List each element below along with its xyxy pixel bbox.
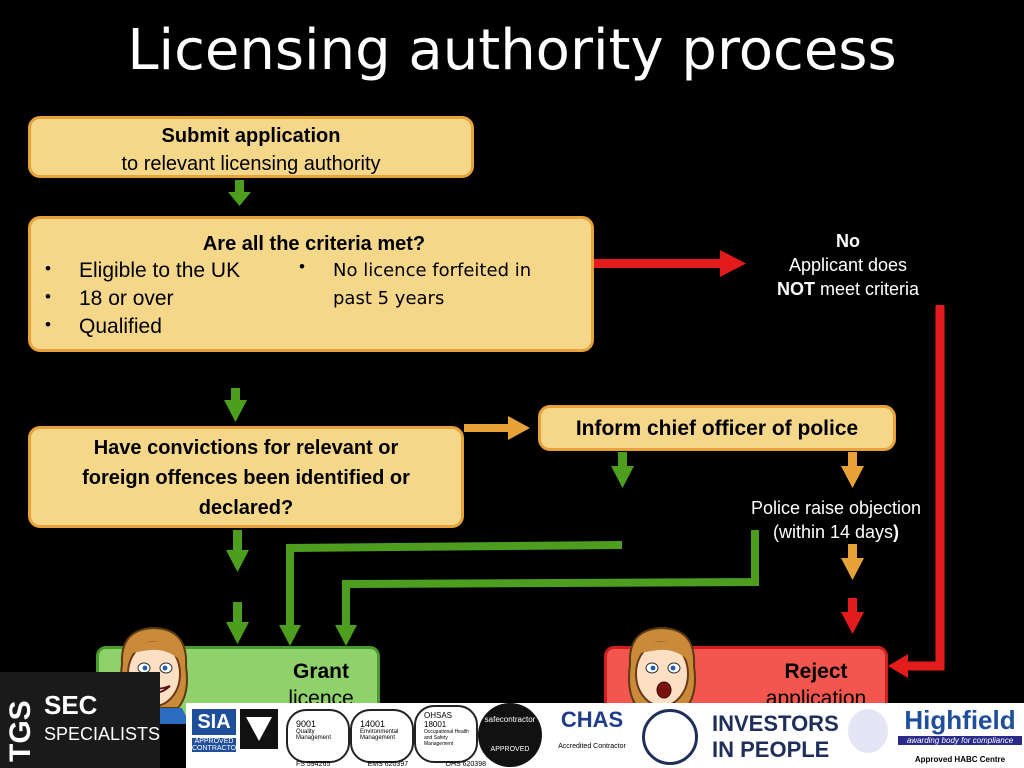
green-connector-2-head <box>335 625 357 646</box>
convictions-line3: declared? <box>198 497 294 519</box>
slide-title: Licensing authority process <box>127 18 897 83</box>
bullet-4: • <box>299 257 305 276</box>
criteria-item-eligible: Eligible to the UK <box>79 259 241 282</box>
iso-9001-badge: 9001 Quality Management <box>286 709 350 763</box>
criteria-box: Are all the criteria met? • Eligible to … <box>28 216 594 352</box>
red-connector-no-to-reject <box>905 305 945 671</box>
grant-label: Grant <box>292 660 349 683</box>
submit-application-box: Submit application to relevant licensing… <box>28 116 474 178</box>
green-connector-1-head <box>279 625 301 646</box>
submit-subtitle: to relevant licensing authority <box>121 153 381 175</box>
safecontractor-logo: safecontractor APPROVED <box>478 703 542 767</box>
orange-arrow-to-police <box>464 416 530 440</box>
investors-in-people-logo: INVESTORS IN PEOPLE <box>712 711 839 762</box>
orange-arrow-police-to-objection <box>841 452 864 488</box>
check-mark-logo <box>240 709 278 749</box>
objection-text: Police raise objection (within 14 days) <box>736 496 936 544</box>
habc-badge-icon <box>848 709 888 753</box>
convictions-box: Have convictions for relevant or foreign… <box>28 426 464 528</box>
iso-14001-badge: 14001 Environmental Management <box>350 709 414 763</box>
inform-police-label: Inform chief officer of police <box>575 417 859 440</box>
bullet-2: • <box>45 287 51 306</box>
highfield-logo: Highfield awarding body for compliance A… <box>898 705 1022 764</box>
tgs-specialists: SPECIALISTS <box>44 724 161 744</box>
submit-title: Submit application <box>161 125 341 147</box>
bullet-1: • <box>45 259 51 278</box>
tgs-logo: TGS SEC SPECIALISTS <box>0 672 160 768</box>
criteria-item-age: 18 or over <box>79 287 174 310</box>
criteria-item-licence-line2: past 5 years <box>333 288 445 309</box>
investors-wreath-icon <box>642 709 698 765</box>
no-meet-criteria: NOT meet criteria <box>776 279 920 299</box>
accreditation-logos: SIA APPROVED CONTRACTOR 9001 Quality Man… <box>186 703 1024 768</box>
red-connector-head <box>888 654 908 678</box>
criteria-item-licence-line1: No licence forfeited in <box>333 260 532 281</box>
red-arrow-objection-to-reject <box>841 598 864 634</box>
objection-line1: Police raise objection <box>750 498 922 518</box>
green-arrow-submit-to-criteria <box>228 180 251 206</box>
green-arrow-convictions-down-2 <box>226 602 249 644</box>
green-connector-1 <box>286 541 623 630</box>
objection-line2: (within 14 days) <box>772 522 900 542</box>
red-arrow-to-no <box>594 250 746 277</box>
bullet-3: • <box>45 315 51 334</box>
orange-arrow-objection-down <box>841 544 864 580</box>
ohsas-18001-badge: OHSAS 18001 Occupational Health and Safe… <box>414 705 478 763</box>
no-branch-text: No Applicant does NOT meet criteria <box>760 229 936 301</box>
tgs-vertical-text: TGS <box>4 700 37 762</box>
criteria-heading: Are all the criteria met? <box>202 233 426 255</box>
certificate-codes: FS 594265 EMS 620397 OHS 620398 <box>296 761 486 768</box>
reject-label: Reject <box>784 660 848 683</box>
no-label: No <box>836 231 860 251</box>
chas-logo: CHAS Accredited Contractor <box>558 707 626 750</box>
inform-police-box: Inform chief officer of police <box>538 405 896 451</box>
criteria-item-qualified: Qualified <box>79 315 162 338</box>
green-arrow-police-down <box>611 452 634 488</box>
green-connector-2 <box>342 530 759 630</box>
convictions-line2: foreign offences been identified or <box>82 467 410 489</box>
green-arrow-convictions-down-1 <box>226 530 249 572</box>
no-applicant-does: Applicant does <box>788 255 908 275</box>
sia-logo: SIA APPROVED CONTRACTOR <box>192 709 242 752</box>
green-arrow-criteria-to-convictions <box>224 388 247 422</box>
tgs-sec: SEC <box>44 690 98 720</box>
convictions-line1: Have convictions for relevant or <box>93 437 399 459</box>
